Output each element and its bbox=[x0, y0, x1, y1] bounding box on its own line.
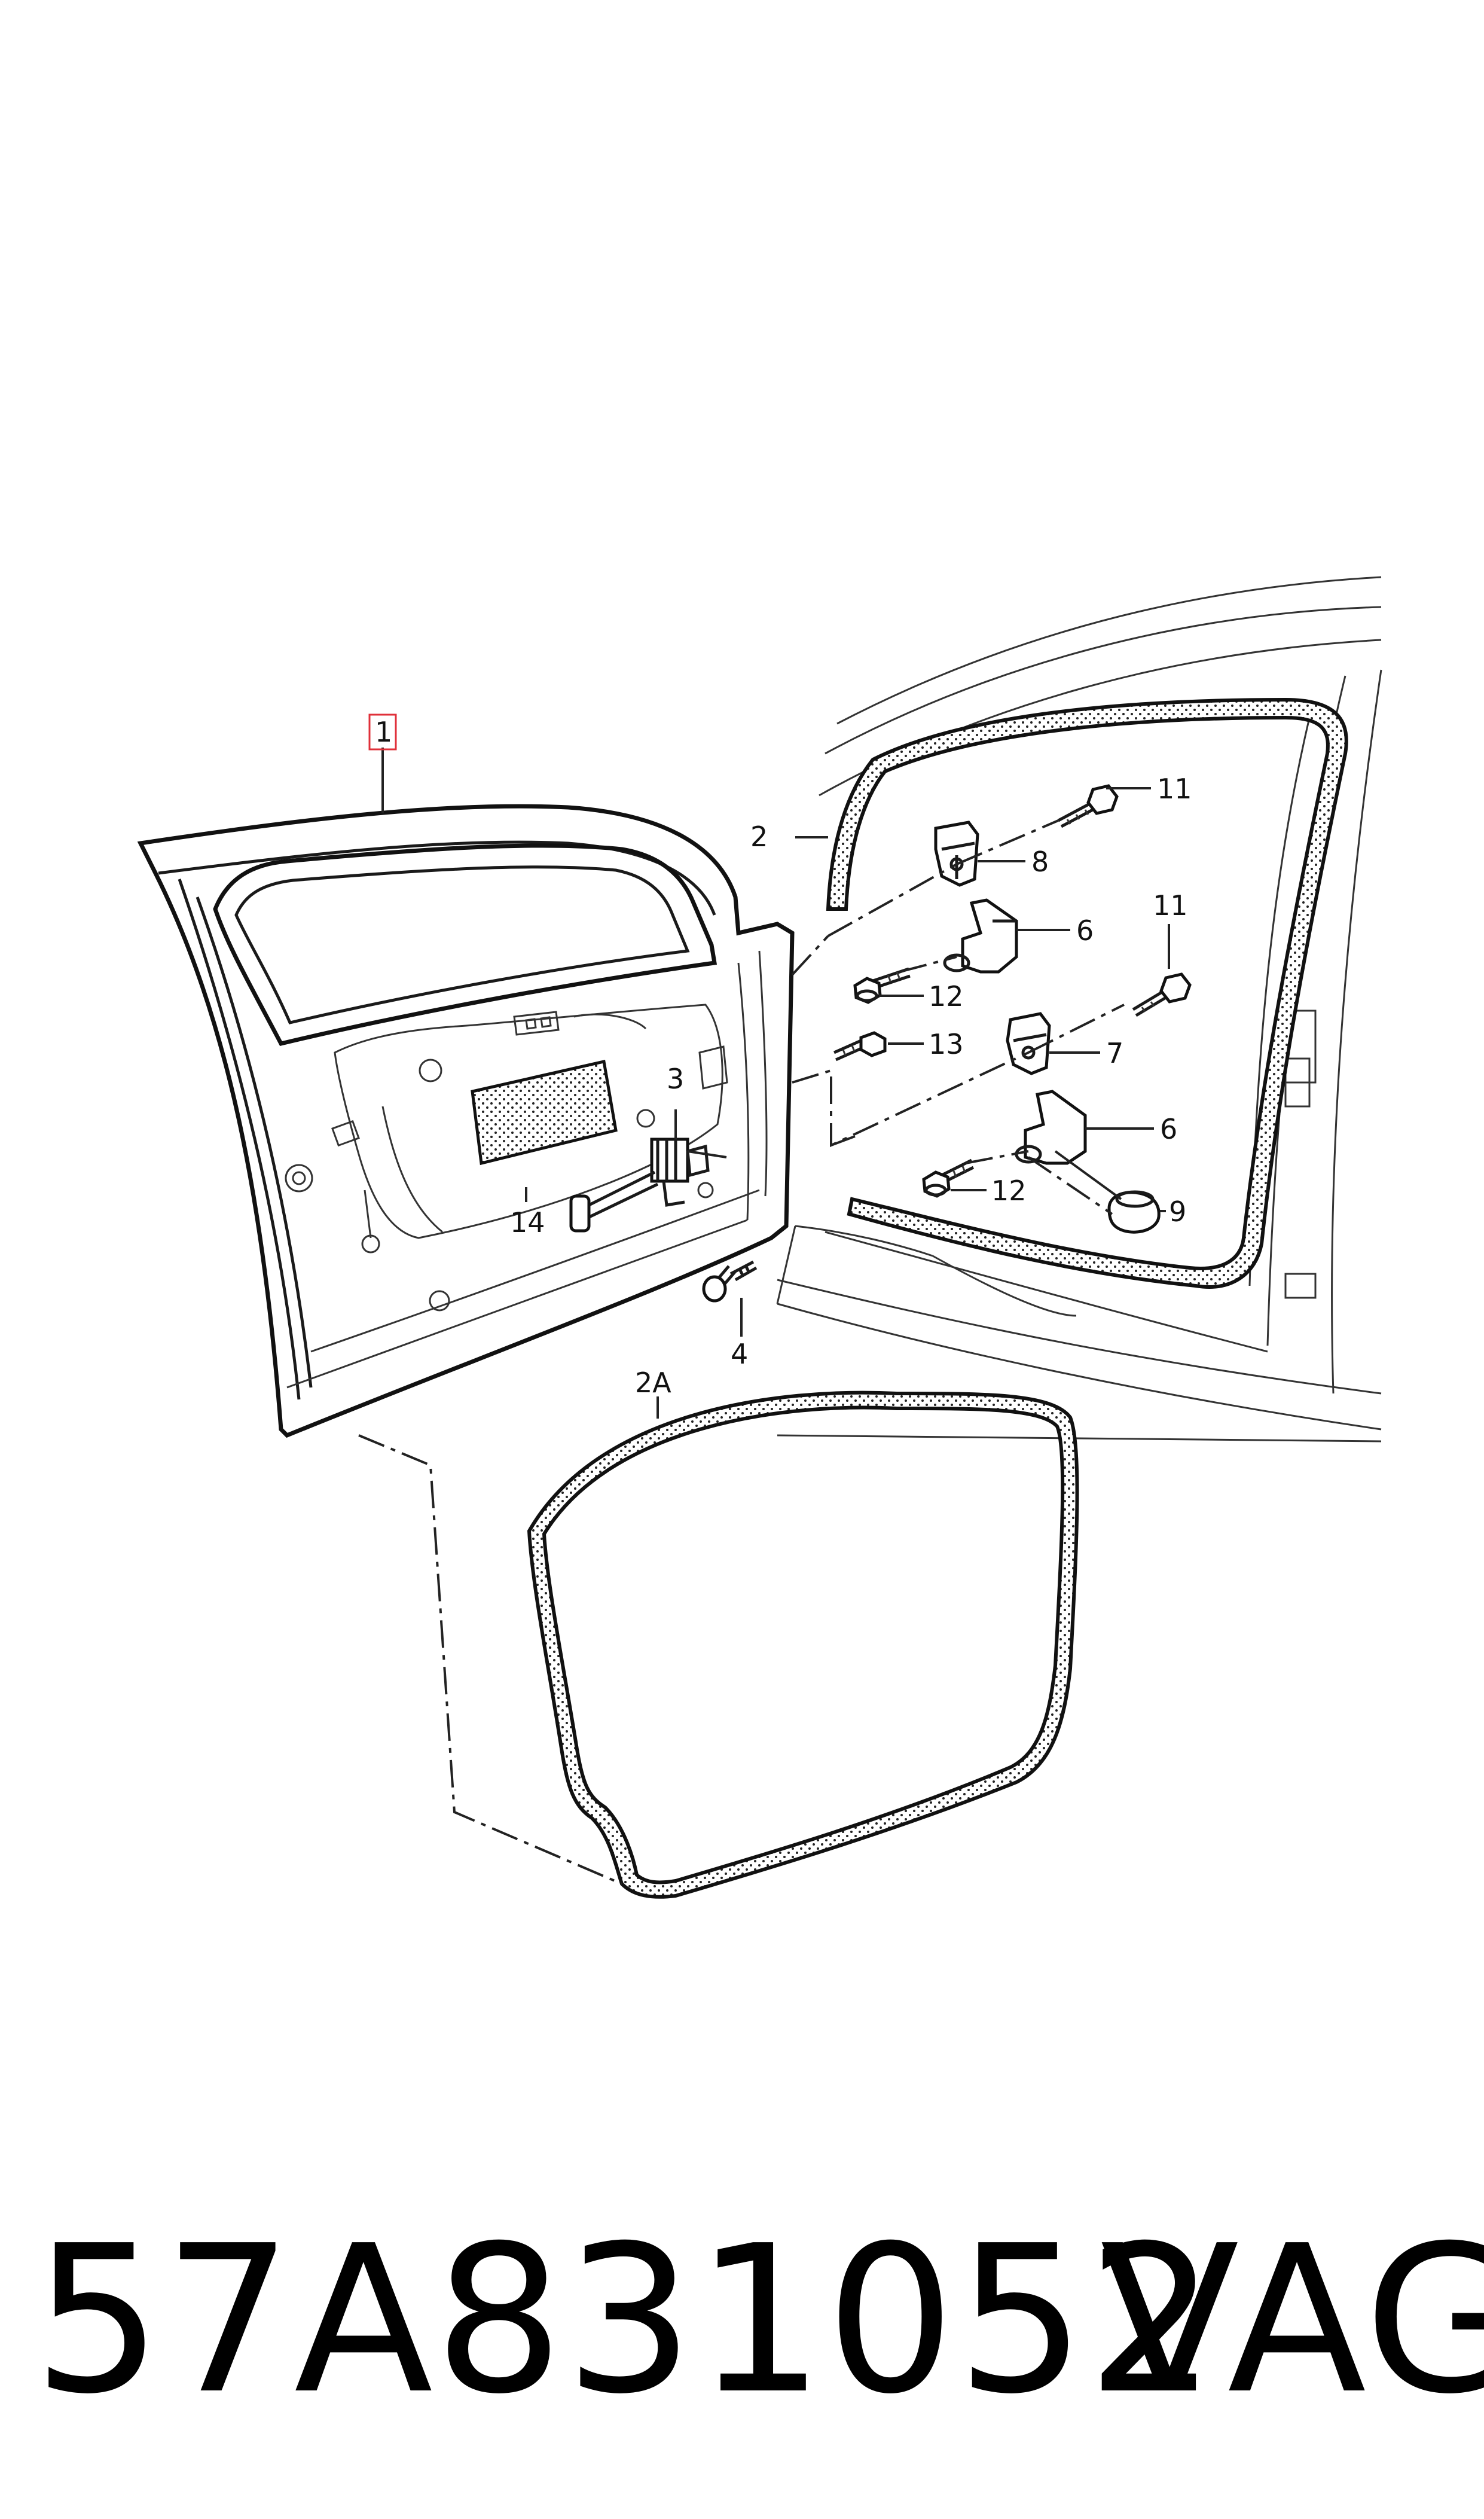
screw-13 bbox=[833, 1031, 887, 1062]
hinge-7 bbox=[1006, 1012, 1051, 1075]
callout-13: 13 bbox=[929, 1028, 964, 1060]
callout-2a: 2A bbox=[635, 1367, 671, 1399]
screw-12-upper bbox=[853, 967, 911, 1004]
brand-caption: VAG bbox=[1100, 2202, 1484, 2439]
callout-8: 8 bbox=[1031, 846, 1049, 878]
callout-1-highlight-box bbox=[368, 713, 397, 751]
callout-7: 7 bbox=[1106, 1037, 1123, 1069]
alignment-lines bbox=[358, 819, 1125, 1885]
callout-11-lower: 11 bbox=[1153, 889, 1188, 922]
hinge-6-upper bbox=[961, 898, 1018, 974]
body-seal bbox=[826, 697, 1348, 1289]
callout-labels: 1 2 3 14 4 2A 11 8 6 11 12 13 7 6 12 9 bbox=[375, 716, 1192, 1399]
callout-1: 1 bbox=[375, 716, 392, 748]
callout-12-upper: 12 bbox=[929, 980, 964, 1013]
callout-6-upper: 6 bbox=[1076, 914, 1094, 947]
callout-3: 3 bbox=[667, 1063, 684, 1095]
hinge-6-lower bbox=[1024, 1090, 1087, 1165]
hinge-8 bbox=[934, 821, 979, 887]
door-shell bbox=[137, 804, 795, 1438]
bolt-4 bbox=[702, 1260, 758, 1303]
callout-6-lower: 6 bbox=[1160, 1113, 1177, 1145]
hinge-parts bbox=[833, 784, 1192, 1234]
door-check-strap bbox=[569, 1137, 710, 1233]
screw-11-upper bbox=[1057, 784, 1119, 828]
callout-11-upper: 11 bbox=[1157, 773, 1192, 805]
callout-leaders bbox=[381, 748, 1170, 1419]
part-number-caption: 57A831052 bbox=[33, 2202, 1218, 2439]
car-body bbox=[776, 576, 1382, 1443]
sound-absorber-pad bbox=[471, 1059, 618, 1166]
screw-11-lower bbox=[1132, 972, 1192, 1017]
callout-2: 2 bbox=[750, 821, 768, 853]
callout-4: 4 bbox=[731, 1338, 748, 1370]
door-seal bbox=[527, 1390, 1079, 1899]
callout-14: 14 bbox=[510, 1206, 545, 1239]
callout-12-lower: 12 bbox=[991, 1175, 1027, 1207]
callout-9: 9 bbox=[1169, 1196, 1186, 1228]
